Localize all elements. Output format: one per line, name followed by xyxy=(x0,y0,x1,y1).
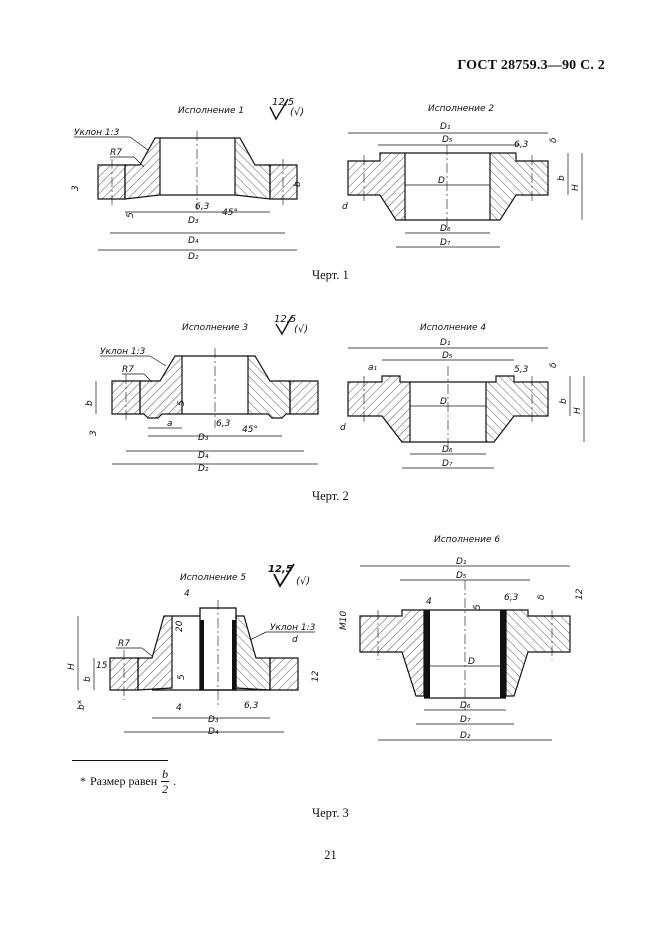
figure3-right-D7: D₇ xyxy=(460,715,471,725)
footnote-fraction: b 2 xyxy=(161,767,170,796)
figure2-left-dim5: 5 xyxy=(177,400,187,406)
figure3-right-D5: D₅ xyxy=(456,571,467,581)
figure1-left-D3: D₃ xyxy=(188,216,199,226)
figure1-right-H: H xyxy=(571,184,581,191)
figure1-right-drawing: Исполнение 2 D₁ D₅ 6,3 δ D b H d D₆ D₇ xyxy=(342,104,583,248)
figure2-left-a: a xyxy=(167,419,173,429)
figure2-roughness-suffix: (√) xyxy=(294,324,308,335)
footnote-marker: * xyxy=(80,774,86,788)
figure3-right-D2: D₂ xyxy=(460,731,471,741)
figure1-roughness-suffix: (√) xyxy=(290,107,304,118)
figure3-left-D4: D₄ xyxy=(208,727,219,737)
figure1-left-drawing: Исполнение 1 12,5 (√) Уклон 1:3 R7 3 5 6… xyxy=(71,97,304,262)
figure2-right-D7: D₇ xyxy=(442,459,453,469)
figure3-left-slope: Уклон 1:3 xyxy=(270,623,316,633)
figure2-right-drawing: Исполнение 4 D₁ D₅ a₁ 5,3 δ D b H d D₆ D… xyxy=(340,323,585,469)
figure3-left-dim20: 20 xyxy=(175,620,185,632)
figure2-right-b: b xyxy=(559,398,569,404)
figure1-right-title: Исполнение 2 xyxy=(428,104,494,114)
figure1-right-b: b xyxy=(557,175,567,181)
figure3-left-H: H xyxy=(67,663,77,670)
figure1-right-d: d xyxy=(342,202,348,212)
figure3-right-dim5: 5 xyxy=(473,604,483,610)
figure3-right-D1: D₁ xyxy=(456,557,467,567)
figure2-right-H: H xyxy=(573,407,583,414)
figure2-left-D3: D₃ xyxy=(198,433,209,443)
figure2-right-D5: D₅ xyxy=(442,351,453,361)
figure1-right-rough63: 6,3 xyxy=(514,140,529,150)
figure1-left-dim3: 3 xyxy=(71,185,81,191)
figure1-right-D7: D₇ xyxy=(440,238,451,248)
footnote-frac-num: b xyxy=(161,767,170,782)
document-header: ГОСТ 28759.3—90 С. 2 xyxy=(457,58,605,73)
footnote-text: Размер равен xyxy=(90,774,158,788)
figure2-right-delta: δ xyxy=(549,362,559,368)
figure2-left-radius: R7 xyxy=(122,365,134,375)
figure3-caption: Черт. 3 xyxy=(312,806,349,820)
figure1-left-dim5: 5 xyxy=(126,212,136,218)
footnote: * Размер равен b 2 . xyxy=(80,767,177,796)
figure3-right-drawing: Исполнение 6 D₁ D₅ М10 4 5 6,3 δ 12 D D₆… xyxy=(339,535,585,741)
figure2-left-rough63: 6,3 xyxy=(216,419,231,429)
figure2-left-dim3: 3 xyxy=(89,430,99,436)
footnote-frac-den: 2 xyxy=(162,782,169,796)
figure1-left-D4: D₄ xyxy=(188,236,199,246)
figure3-left-D3: D₃ xyxy=(208,715,219,725)
figure3-right-title: Исполнение 6 xyxy=(434,535,500,545)
figure3-right-delta: δ xyxy=(537,594,547,600)
figure1-right-D6: D₆ xyxy=(440,224,451,234)
figure2-right-a1: a₁ xyxy=(368,363,378,373)
figure2-right-D6: D₆ xyxy=(442,445,453,455)
figure1-caption: Черт. 1 xyxy=(312,268,349,282)
figure2-left-b: b xyxy=(85,400,95,406)
figure1-left-title: Исполнение 1 xyxy=(178,106,244,116)
figure3-left-title: Исполнение 5 xyxy=(180,573,246,583)
figure1-left-angle: 45° xyxy=(222,208,238,218)
figure2-right-title: Исполнение 4 xyxy=(420,323,486,333)
figure1-left-D2: D₂ xyxy=(188,252,199,262)
figure3-left-radius: R7 xyxy=(118,639,130,649)
figure3-right-D: D xyxy=(468,657,475,667)
figure3-left-dim5: 5 xyxy=(177,674,187,680)
figure2-caption: Черт. 2 xyxy=(312,489,349,503)
figure1-left-slope: Уклон 1:3 xyxy=(74,128,120,138)
figure2-left-angle: 45° xyxy=(242,425,258,435)
footnote-rule xyxy=(72,760,168,761)
figure1-left-radius: R7 xyxy=(110,148,122,158)
figure1-right-delta: δ xyxy=(549,137,559,143)
figure1-right-D: D xyxy=(438,176,445,186)
figure1-right-D5: D₅ xyxy=(442,135,453,145)
figure3-left-dim15: 15 xyxy=(96,661,108,671)
figure1-roughness-value: 12,5 xyxy=(272,97,294,108)
figure3-right-D6: D₆ xyxy=(460,701,471,711)
figure1-left-rough63: 6,3 xyxy=(195,202,210,212)
figure3-left-bstar: b* xyxy=(77,699,87,710)
page-number: 21 xyxy=(324,848,337,862)
figure3-left-dim4: 4 xyxy=(184,589,190,599)
figure3-left-b: b xyxy=(83,676,93,682)
figure2-left-D4: D₄ xyxy=(198,451,209,461)
figure2-left-title: Исполнение 3 xyxy=(182,323,248,333)
figure2-right-D: D xyxy=(440,397,447,407)
figure2-left-drawing: Исполнение 3 12,5 (√) Уклон 1:3 R7 b 3 5… xyxy=(85,314,319,474)
figure3-roughness-value: 12,5 xyxy=(268,564,293,575)
figure2-right-D1: D₁ xyxy=(440,338,451,348)
figure2-left-D2: D₂ xyxy=(198,464,209,474)
figure3-roughness-suffix: (√) xyxy=(296,576,310,587)
figure3-left-dim12: 12 xyxy=(311,670,321,682)
figure3-left-d: d xyxy=(292,635,298,645)
figure2-right-rough53: 5,3 xyxy=(514,365,529,375)
figure3-left-weld4: 4 xyxy=(176,703,182,713)
figure3-right-rough63: 6,3 xyxy=(504,593,519,603)
figure1-right-D1: D₁ xyxy=(440,122,451,132)
figure1-left-b: b xyxy=(293,181,303,187)
figure2-roughness-value: 12,5 xyxy=(274,314,296,325)
figure2-right-d: d xyxy=(340,423,346,433)
figure3-right-dim12: 12 xyxy=(575,588,585,600)
figure3-left-rough63: 6,3 xyxy=(244,701,259,711)
figure2-left-slope: Уклон 1:3 xyxy=(100,347,146,357)
figure3-right-weld4: 4 xyxy=(426,597,432,607)
figure3-left-drawing: Исполнение 5 12,5 (√) 4 20 Уклон 1:3 R7 … xyxy=(67,563,321,737)
figure3-right-M10: М10 xyxy=(339,611,349,630)
